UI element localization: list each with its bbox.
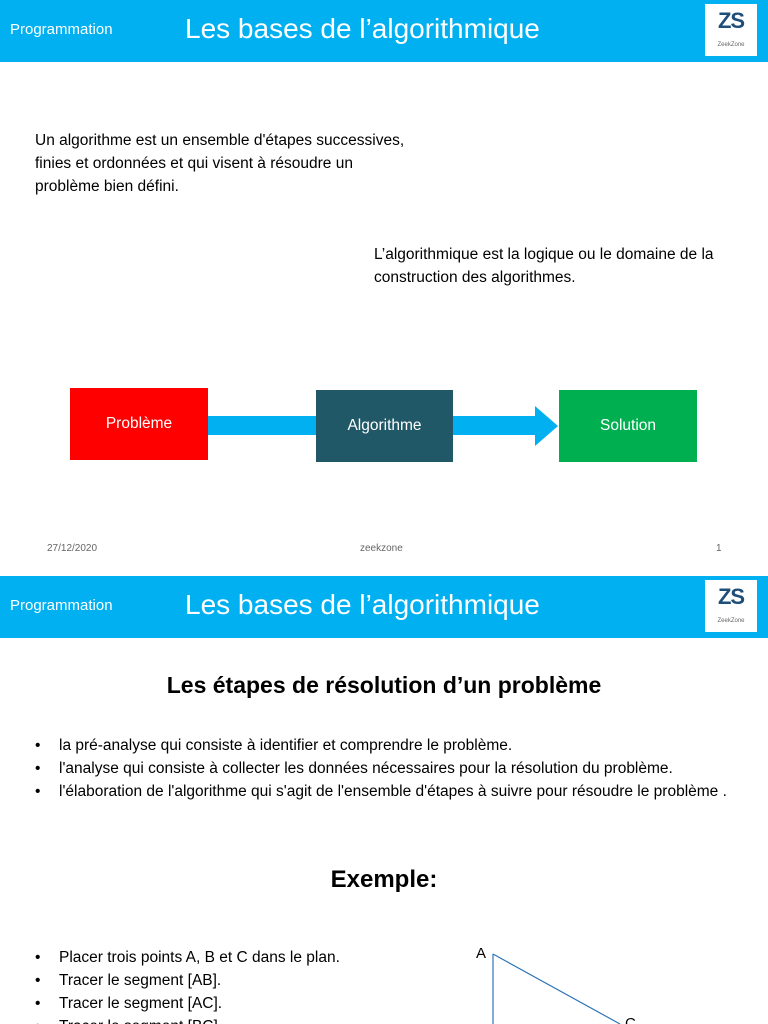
algorithmique-definition: L’algorithmique est la logique ou le dom…	[374, 246, 714, 286]
header-section-label: Programmation	[10, 597, 113, 614]
list-item: l'analyse qui consiste à collecter les d…	[35, 757, 735, 780]
header-section-label: Programmation	[10, 21, 113, 38]
logo-text: ZS	[717, 8, 745, 33]
steps-list: la pré-analyse qui consiste à identifier…	[35, 734, 735, 803]
list-item: la pré-analyse qui consiste à identifier…	[35, 734, 735, 757]
list-item: l'élaboration de l'algorithme qui s'agit…	[35, 780, 735, 803]
example-heading: Exemple:	[330, 866, 438, 893]
logo-text: ZS	[717, 584, 745, 609]
steps-heading: Les étapes de résolution d’un problème	[166, 672, 602, 698]
footer-page-number: 1	[716, 543, 722, 554]
footer-date: 27/12/2020	[47, 543, 98, 554]
logo-subtext: ZeekZone	[717, 618, 745, 624]
algorithm-definition: Un algorithme est un ensemble d'étapes s…	[35, 132, 405, 195]
slide-1: Programmation Les bases de l’algorithmiq…	[0, 0, 768, 554]
slide-header: Programmation Les bases de l’algorithmiq…	[0, 0, 768, 62]
header-title: Les bases de l’algorithmique	[185, 13, 540, 44]
list-item: Placer trois points A, B et C dans le pl…	[35, 946, 435, 969]
slide-header: Programmation Les bases de l’algorithmiq…	[0, 576, 768, 638]
footer-author: zeekzone	[360, 543, 403, 554]
algorithm-box: Algorithme	[316, 390, 453, 462]
segment-ac	[492, 953, 621, 1024]
point-c-label: C	[625, 1015, 636, 1024]
list-item: Tracer le segment [AC].	[35, 992, 435, 1015]
list-item: Tracer le segment [AB].	[35, 969, 435, 992]
example-steps-list: Placer trois points A, B et C dans le pl…	[35, 946, 435, 1024]
logo-subtext: ZeekZone	[717, 42, 745, 48]
flow-arrow-head	[535, 406, 558, 446]
zeekzone-logo: ZS ZeekZone	[705, 580, 757, 632]
solution-box: Solution	[559, 390, 697, 462]
problem-box: Problème	[70, 388, 208, 460]
zeekzone-logo: ZS ZeekZone	[705, 4, 757, 56]
slide-2: Programmation Les bases de l’algorithmiq…	[0, 576, 768, 1024]
header-title: Les bases de l’algorithmique	[185, 589, 540, 620]
point-a-label: A	[476, 945, 486, 962]
triangle-figure: A C	[476, 945, 636, 1024]
list-item: Tracer le segment [BC].	[35, 1015, 435, 1024]
